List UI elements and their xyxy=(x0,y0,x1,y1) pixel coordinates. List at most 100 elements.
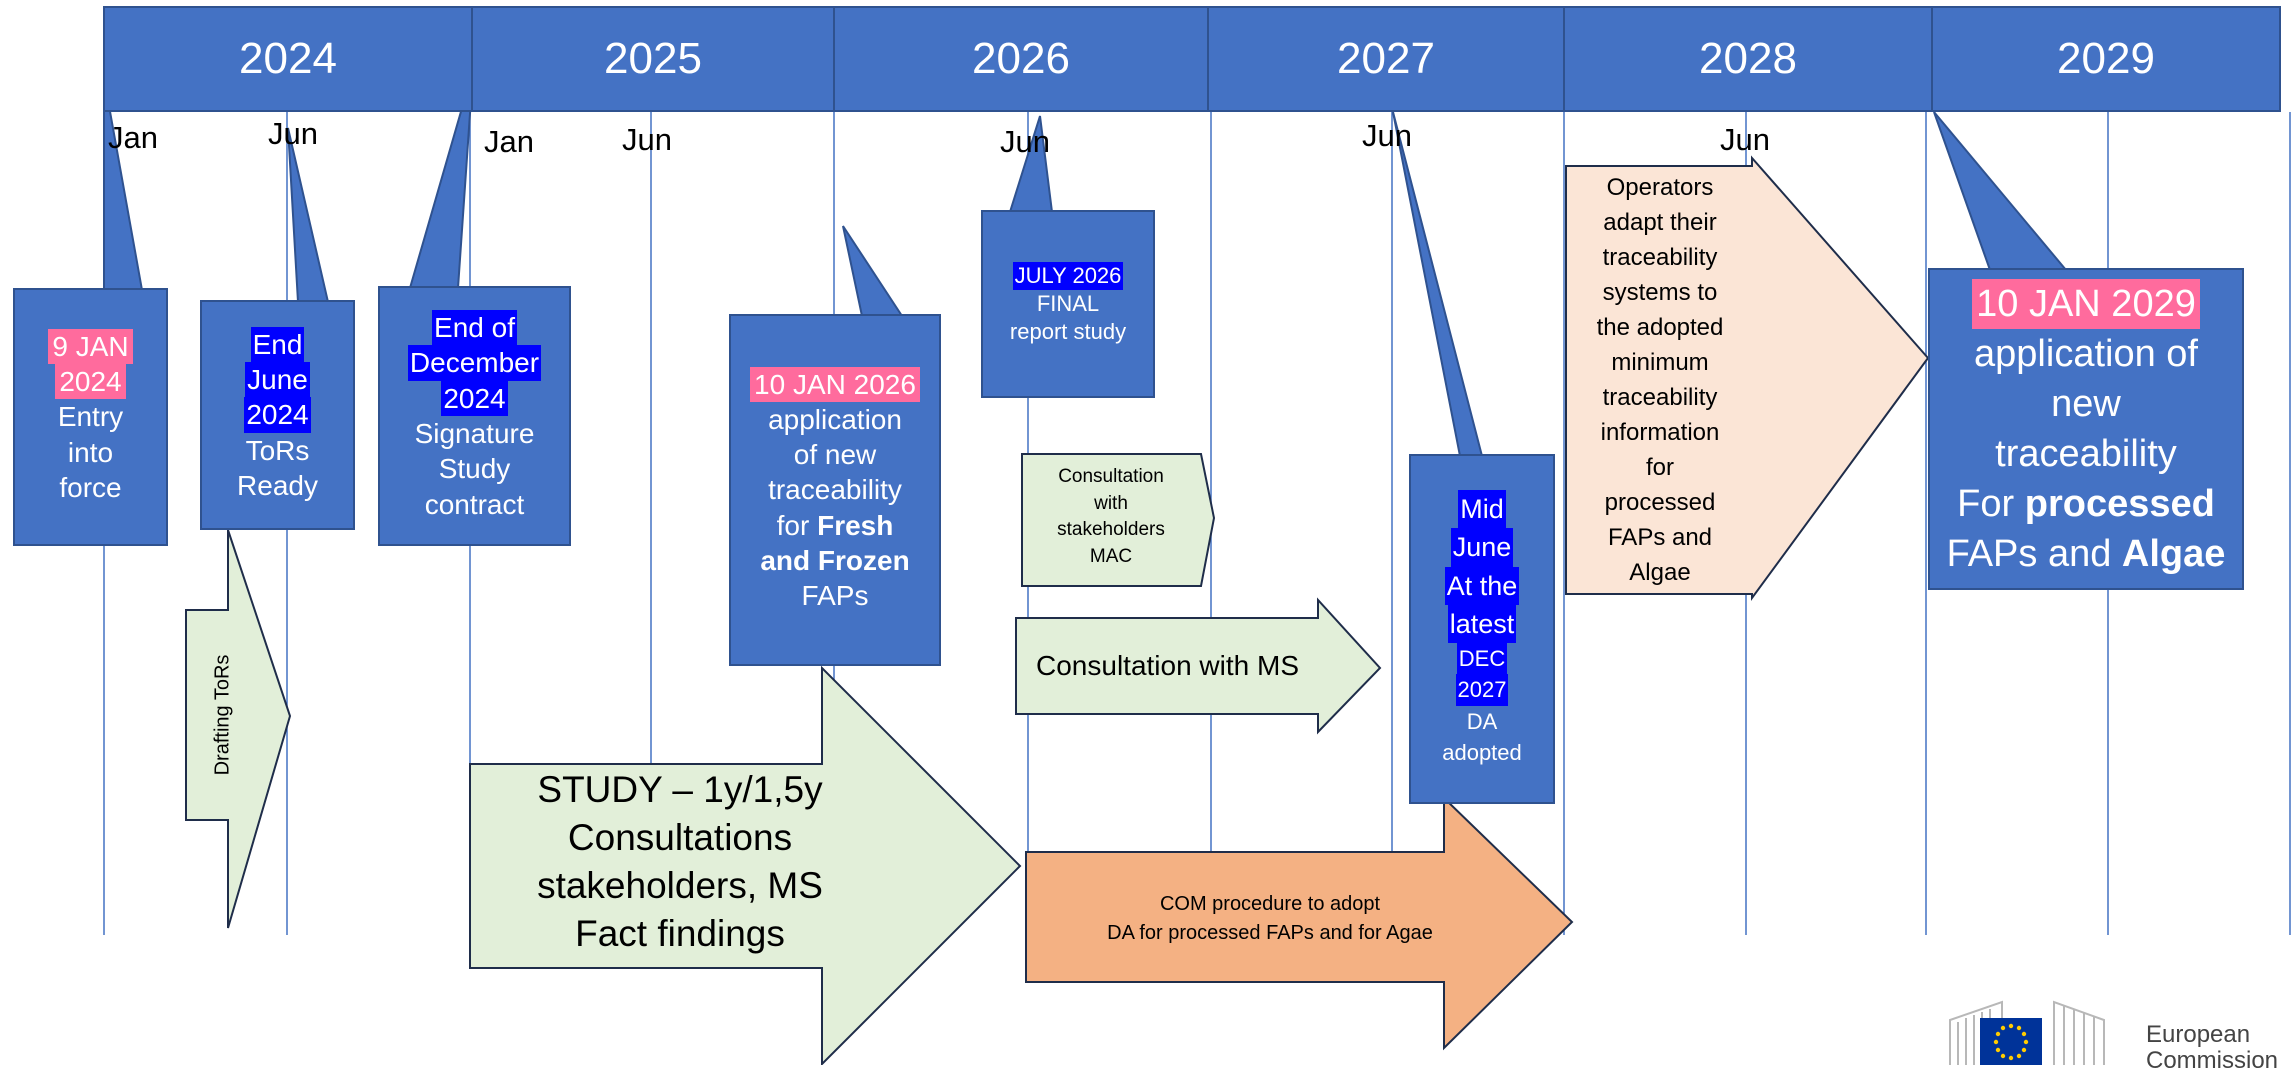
year-2026: 2026 xyxy=(833,6,1209,112)
drafting-tors-arrow xyxy=(185,529,292,929)
mac-line2: with xyxy=(1094,492,1128,514)
processed-text-line3: traceability xyxy=(1995,433,2177,475)
fresh-prefix: for xyxy=(776,509,818,541)
entry-text-line1: Entry xyxy=(57,401,124,433)
pointer-tors-ready xyxy=(287,127,330,303)
callout-fresh-frozen-faps: 10 JAN 2026 application of new traceabil… xyxy=(729,314,941,666)
da-date-line4: latest xyxy=(1447,604,1517,644)
month-jan-2024: Jan xyxy=(108,120,158,155)
year-2024: 2024 xyxy=(103,6,473,112)
month-jun-2027: Jun xyxy=(1362,118,1412,153)
pointer-da-adopted xyxy=(1392,111,1484,457)
operators-line10: processed xyxy=(1604,489,1716,517)
study-line4: Fact findings xyxy=(575,913,785,955)
drafting-tors-label: Drafting ToRs xyxy=(211,654,234,776)
fresh-text-line5: and Frozen xyxy=(760,544,910,576)
callout-tors-ready: End June 2024 ToRs Ready xyxy=(200,300,355,530)
operators-line7: traceability xyxy=(1602,384,1718,412)
consultation-ms-label: Consultation with MS xyxy=(1036,650,1300,681)
mac-line3: stakeholders xyxy=(1057,519,1165,541)
da-date-line1: Mid xyxy=(1458,489,1506,529)
da-date-line6: 2027 xyxy=(1455,674,1509,706)
signature-date-line3: 2024 xyxy=(441,380,508,416)
processed-date: 10 JAN 2029 xyxy=(1972,278,2200,329)
study-label: STUDY – 1y/1,5y Consultations stakeholde… xyxy=(480,766,880,958)
year-2027: 2027 xyxy=(1207,6,1565,112)
tors-date-line2: June xyxy=(245,362,310,398)
mac-line4: MAC xyxy=(1089,545,1133,567)
operators-line12: Algae xyxy=(1629,559,1691,587)
ec-logo-line1: European xyxy=(2146,1021,2251,1048)
year-2028: 2028 xyxy=(1563,6,1933,112)
signature-text-line1: Signature xyxy=(414,418,535,449)
callout-da-adopted: Mid June At the latest DEC 2027 DA adopt… xyxy=(1409,454,1555,804)
ec-logo-text: European Commission xyxy=(2146,1021,2279,1075)
entry-date-line1: 9 JAN xyxy=(48,328,133,365)
drafting-tors-label-wrap: Drafting ToRs xyxy=(209,640,237,790)
operators-label: Operators adapt their traceability syste… xyxy=(1566,170,1754,590)
signature-date-line1: End of xyxy=(432,310,517,346)
da-date-line5: DEC xyxy=(1456,643,1508,675)
final-report-date: JULY 2026 xyxy=(1012,262,1124,291)
tors-date-line3: 2024 xyxy=(244,397,311,433)
tors-date-line1: End xyxy=(250,326,305,363)
operators-line6: minimum xyxy=(1611,349,1709,377)
fresh-text-line1: application xyxy=(768,403,902,435)
consultation-mac-label: Consultation with stakeholders MAC xyxy=(1026,464,1196,570)
processed-prefix: For xyxy=(1957,483,2025,526)
study-line2: Consultations xyxy=(567,817,793,859)
pointer-processed-2029 xyxy=(1933,111,2069,271)
month-jan-2025: Jan xyxy=(484,124,534,159)
pointer-fresh-frozen xyxy=(842,225,904,317)
operators-line8: information xyxy=(1600,419,1720,447)
study-line3: stakeholders, MS xyxy=(537,865,823,907)
da-date-line2: June xyxy=(1450,528,1514,567)
callout-entry-into-force: 9 JAN 2024 Entry into force xyxy=(13,288,168,546)
ec-logo-line2: Commission xyxy=(2146,1047,2279,1075)
callout-processed-faps-algae: 10 JAN 2029 application of new traceabil… xyxy=(1928,268,2244,590)
operators-line5: the adopted xyxy=(1596,314,1724,342)
tors-text-line2: Ready xyxy=(237,469,318,501)
final-report-line2: report study xyxy=(1009,318,1127,344)
processed-algae-bold: Algae xyxy=(2121,533,2226,576)
operators-line9: for xyxy=(1645,454,1674,482)
signature-text-line2: Study xyxy=(438,453,511,485)
processed-text-line1: application of xyxy=(1974,332,2198,375)
study-line1: STUDY – 1y/1,5y xyxy=(537,769,823,810)
european-commission-logo: European Commission xyxy=(1942,980,2295,1074)
month-jun-2024: Jun xyxy=(268,116,318,151)
fresh-text-line3: traceability xyxy=(768,474,902,506)
month-jun-2028: Jun xyxy=(1720,122,1770,157)
operators-line3: traceability xyxy=(1602,244,1718,272)
da-text-line2: adopted xyxy=(1442,739,1522,765)
com-line1: COM procedure to adopt xyxy=(1159,893,1381,915)
ec-building-icon xyxy=(1949,1000,2105,1065)
study-arrow xyxy=(469,665,1022,1065)
processed-text-line5: FAPs and Algae xyxy=(1947,529,2226,579)
signature-date-line2: December xyxy=(407,345,542,381)
consultation-mac-arrow xyxy=(1021,453,1216,587)
consultation-ms-arrow xyxy=(1015,597,1382,735)
month-jun-2026: Jun xyxy=(1000,124,1050,159)
com-procedure-arrow xyxy=(1025,795,1574,1051)
mac-line1: Consultation xyxy=(1058,466,1164,487)
entry-date-line2: 2024 xyxy=(55,364,126,400)
processed-faps-prefix: FAPs and xyxy=(1946,533,2122,576)
com-procedure-label: COM procedure to adopt DA for processed … xyxy=(1060,890,1480,948)
com-line2: DA for processed FAPs and for Agae xyxy=(1107,922,1433,944)
final-report-line1: FINAL xyxy=(1036,291,1100,317)
fresh-text-line2: of new xyxy=(793,439,877,471)
fresh-bold: Fresh xyxy=(817,509,894,541)
fresh-text-line4: for Fresh xyxy=(777,508,894,543)
month-jun-2025: Jun xyxy=(622,122,672,157)
entry-text-line2: into xyxy=(67,436,114,468)
year-2025: 2025 xyxy=(471,6,835,112)
operators-line4: systems to xyxy=(1602,279,1718,307)
callout-signature-study-contract: End of December 2024 Signature Study con… xyxy=(378,286,571,546)
da-date-line3: At the xyxy=(1444,566,1520,605)
entry-text-line3: force xyxy=(59,471,122,503)
callout-pointers xyxy=(103,69,2069,457)
processed-text-line4: For processed xyxy=(1957,479,2215,529)
processed-text-line2: new xyxy=(2051,382,2121,425)
